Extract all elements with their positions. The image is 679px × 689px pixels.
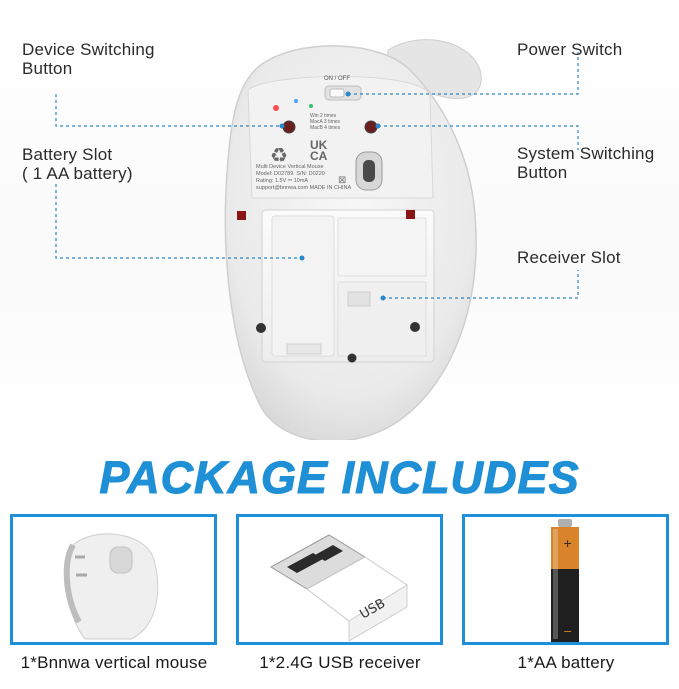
aa-battery-image: + − xyxy=(551,519,579,642)
recycle-icon: ♻ xyxy=(270,143,288,167)
mouse-image xyxy=(63,533,159,640)
package-includes-heading: PACKAGE INCLUDES xyxy=(99,452,580,504)
product-name: Multi Device Vertical Mouse xyxy=(256,164,324,170)
package-item-receiver: USB xyxy=(236,514,443,645)
svg-text:+: + xyxy=(563,537,572,550)
mode-list: Win 2 times MacA 3 times MacB 4 times xyxy=(310,113,340,131)
package-item-battery: + − xyxy=(462,514,669,645)
device-switch-button xyxy=(282,120,296,134)
system-switch-button xyxy=(364,120,378,134)
serial-number: S/N: D0220 xyxy=(296,171,325,177)
callout-receiver-slot: Receiver Slot xyxy=(517,248,621,267)
label-receiver: 1*2.4G USB receiver xyxy=(259,653,421,672)
receiver-slot xyxy=(347,291,371,307)
mode-macb: MacB 4 times xyxy=(310,125,341,131)
support-email: support@bnnwa.com MADE IN CHINA xyxy=(256,185,352,191)
mouse-bottom-illustration: ♻ ⊠ xyxy=(55,39,579,440)
callout-device-switching: Device Switching Button xyxy=(22,40,155,78)
mouse-label-text: Multi Device Vertical Mouse Model: D0278… xyxy=(256,164,351,192)
callout-system-switching: System Switching Button xyxy=(517,144,655,182)
callout-power-switch: Power Switch xyxy=(517,40,623,59)
label-mouse: 1*Bnnwa vertical mouse xyxy=(20,653,208,672)
label-battery: 1*AA battery xyxy=(517,653,615,672)
mode-win: Win 2 times xyxy=(310,113,337,119)
callout-lines xyxy=(55,52,579,299)
svg-text:−: − xyxy=(563,625,572,638)
model-number: Model: D02789 xyxy=(256,171,294,177)
rating: Rating: 1.5V ⎓ 10mA xyxy=(256,178,309,184)
usb-receiver-image: USB xyxy=(270,534,408,642)
model-sn-row: Model: D02789 S/N: D0220 xyxy=(256,171,351,178)
callout-battery-slot: Battery Slot ( 1 AA battery) xyxy=(22,145,133,183)
on-off-label: ON / OFF xyxy=(324,76,350,82)
svg-text:⊠: ⊠ xyxy=(338,175,346,186)
package-item-mouse xyxy=(10,514,217,645)
mode-maca: MacA 3 times xyxy=(310,119,341,125)
ukca-mark: UK CA xyxy=(310,138,328,163)
label-plate xyxy=(247,75,434,199)
